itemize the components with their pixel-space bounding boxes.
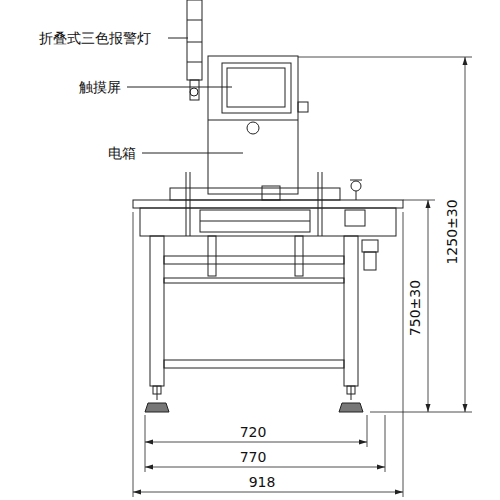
callout-label: 折叠式三色报警灯 — [39, 31, 151, 45]
dimension-text: 770 — [240, 450, 267, 464]
callout-label: 触摸屏 — [79, 80, 121, 94]
dimension-text: 750±30 — [408, 280, 422, 336]
callout-label: 电箱 — [108, 146, 136, 160]
dimension-text: 1250±30 — [445, 199, 459, 264]
dimension-text: 720 — [240, 425, 267, 439]
dimension-text: 918 — [249, 475, 276, 489]
